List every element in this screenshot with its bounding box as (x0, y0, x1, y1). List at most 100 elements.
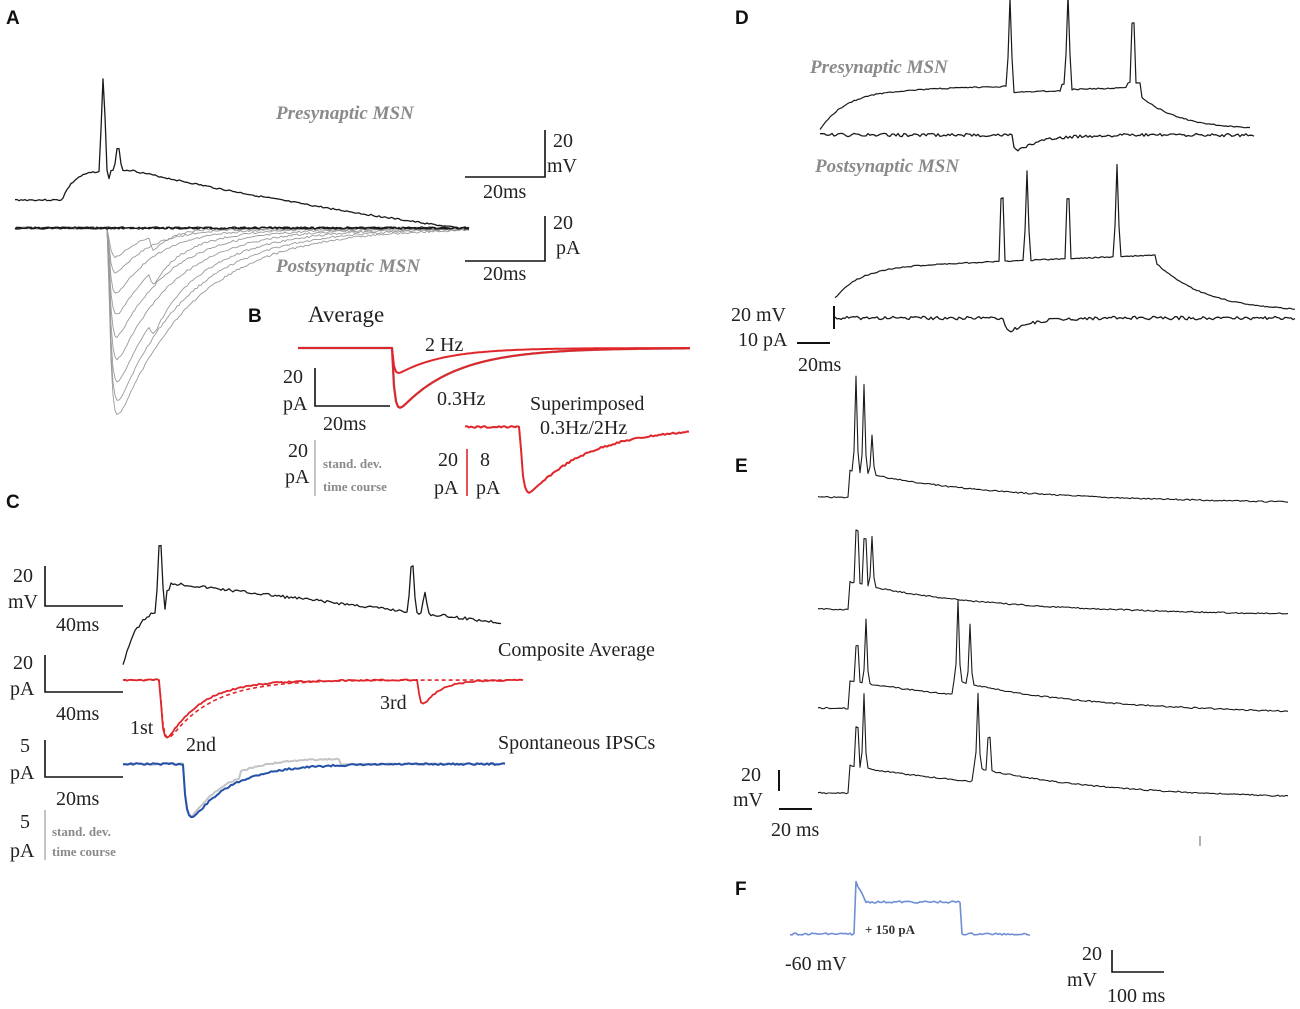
panel-b-2hz: 2 Hz (425, 334, 463, 356)
spontaneous-ipsc-trace (122, 762, 506, 819)
scale-value: 5 (20, 811, 30, 833)
composite-current-trace (122, 678, 524, 739)
panel-b-traces (298, 346, 690, 494)
scale-time: 20ms (323, 413, 367, 435)
scale-unit: pA (10, 840, 35, 862)
panel-f-scalebar: 20 mV 100 ms (1067, 943, 1166, 1007)
scale-value: 20 (553, 212, 573, 234)
scale-time: 40ms (56, 614, 100, 636)
panel-e-trace (817, 375, 1289, 503)
scale-unit: pA (10, 762, 35, 784)
sd-line1: stand. dev. (52, 824, 111, 839)
scale-time: 20ms (483, 181, 527, 203)
panel-d-scalebar: 20 mV 10 pA 20ms (731, 304, 842, 376)
postsynaptic-trace (14, 226, 470, 361)
panel-c-current-scalebar: 20 pA 40ms (10, 652, 123, 725)
panel-b-scalebar: 20 pA 20ms (283, 366, 390, 435)
panel-e-traces (817, 375, 1289, 797)
scale-current: 10 pA (738, 329, 788, 351)
panel-c-sd-scalebar: 5 pA stand. dev. time course (10, 810, 116, 862)
scale-value: 20 (438, 449, 458, 471)
panel-f-current: + 150 pA (865, 922, 916, 937)
panel-letter-a: A (6, 8, 20, 29)
panel-letter-c: C (6, 492, 20, 513)
panel-a-pre-label: Presynaptic MSN (275, 103, 415, 124)
panel-c-spont-label: Spontaneous IPSCs (498, 732, 655, 754)
panel-c-first: 1st (130, 717, 154, 739)
scale-voltage: 20 mV (731, 304, 787, 326)
average-03hz-trace (298, 347, 690, 409)
scale-value: 5 (20, 735, 30, 757)
panel-c-second: 2nd (186, 734, 216, 756)
panel-e-trace (817, 692, 1289, 797)
scale-value: 20 (13, 652, 33, 674)
scale-value: 20 (288, 440, 308, 462)
scale-unit: pA (434, 477, 459, 499)
scale-unit: pA (10, 678, 35, 700)
postsynaptic-trace (14, 226, 470, 339)
panel-b-superimposed-scalebar: 20 pA 8 pA (434, 449, 501, 499)
composite-fit-trace (123, 679, 523, 739)
postsynaptic-trace (14, 226, 469, 383)
scale-time: 40ms (56, 703, 100, 725)
panel-a-post-label: Postsynaptic MSN (275, 256, 421, 277)
panel-b-superimposed-line1: Superimposed (530, 393, 644, 415)
panel-e-trace (817, 529, 1289, 615)
scale-value: 20 (13, 565, 33, 587)
scale-time: 20 ms (771, 819, 820, 841)
scale-value: 20 (741, 764, 761, 786)
panel-b-sd-scalebar: 20 pA stand. dev. time course (285, 440, 387, 496)
panel-f-traces (789, 880, 1031, 936)
scale-time: 100 ms (1107, 985, 1166, 1007)
scale-time: 20ms (798, 354, 842, 376)
panel-c-third: 3rd (380, 692, 407, 714)
scale-time: 20ms (56, 788, 100, 810)
panel-f-trace (789, 880, 1031, 936)
panel-a-voltage-scalebar: 20 mV 20ms (465, 130, 578, 203)
sd-line1: stand. dev. (323, 456, 382, 471)
panel-letter-b: B (248, 306, 262, 327)
panel-a-current-scalebar: 20 pA 20ms (465, 212, 581, 285)
scale-unit: mV (8, 591, 39, 613)
sd-line2: time course (323, 479, 387, 494)
baseline-trace (14, 226, 470, 230)
panel-a-traces (14, 78, 470, 415)
panel-e-trace (817, 598, 1289, 713)
postsynaptic-trace (15, 226, 470, 401)
panel-letter-d: D (735, 8, 749, 29)
panel-b-03hz: 0.3Hz (437, 388, 485, 410)
scale-value: 20 (283, 366, 303, 388)
panel-b-title: Average (308, 302, 384, 327)
postsynaptic-d-current (820, 132, 1255, 152)
panel-c-voltage-scalebar: 20 mV 40ms (8, 565, 123, 636)
scale-value: 8 (480, 449, 490, 471)
superimposed-trace (464, 425, 690, 494)
postsynaptic-d-voltage (834, 163, 1296, 310)
scale-unit: mV (733, 789, 764, 811)
scale-unit: mV (547, 155, 578, 177)
postsynaptic-d-ipsc (834, 315, 1296, 333)
panel-letter-e: E (735, 456, 748, 477)
panel-c-composite-label: Composite Average (498, 639, 655, 661)
panel-d-post-label: Postsynaptic MSN (814, 156, 960, 177)
panel-c-spont-scalebar: 5 pA 20ms (10, 735, 123, 810)
panel-d-pre-label: Presynaptic MSN (809, 57, 949, 78)
sd-line2: time course (52, 844, 116, 859)
panel-letter-f: F (735, 879, 747, 900)
panel-e-scalebar: 20 mV 20 ms (733, 764, 820, 841)
scale-unit: pA (283, 393, 308, 415)
scale-time: 20ms (483, 263, 527, 285)
composite-voltage-trace (122, 544, 502, 665)
scale-value: 20 (553, 130, 573, 152)
scale-unit: mV (1067, 969, 1098, 991)
scale-unit: pA (476, 477, 501, 499)
panel-d-traces (819, 0, 1296, 333)
presynaptic-d-trace (819, 0, 1251, 130)
scale-value: 20 (1082, 943, 1102, 965)
presynaptic-trace (14, 78, 470, 231)
scale-unit: pA (556, 237, 581, 259)
panel-c-traces (122, 544, 524, 819)
panel-b-superimposed-line2: 0.3Hz/2Hz (540, 417, 627, 439)
scale-unit: pA (285, 466, 310, 488)
